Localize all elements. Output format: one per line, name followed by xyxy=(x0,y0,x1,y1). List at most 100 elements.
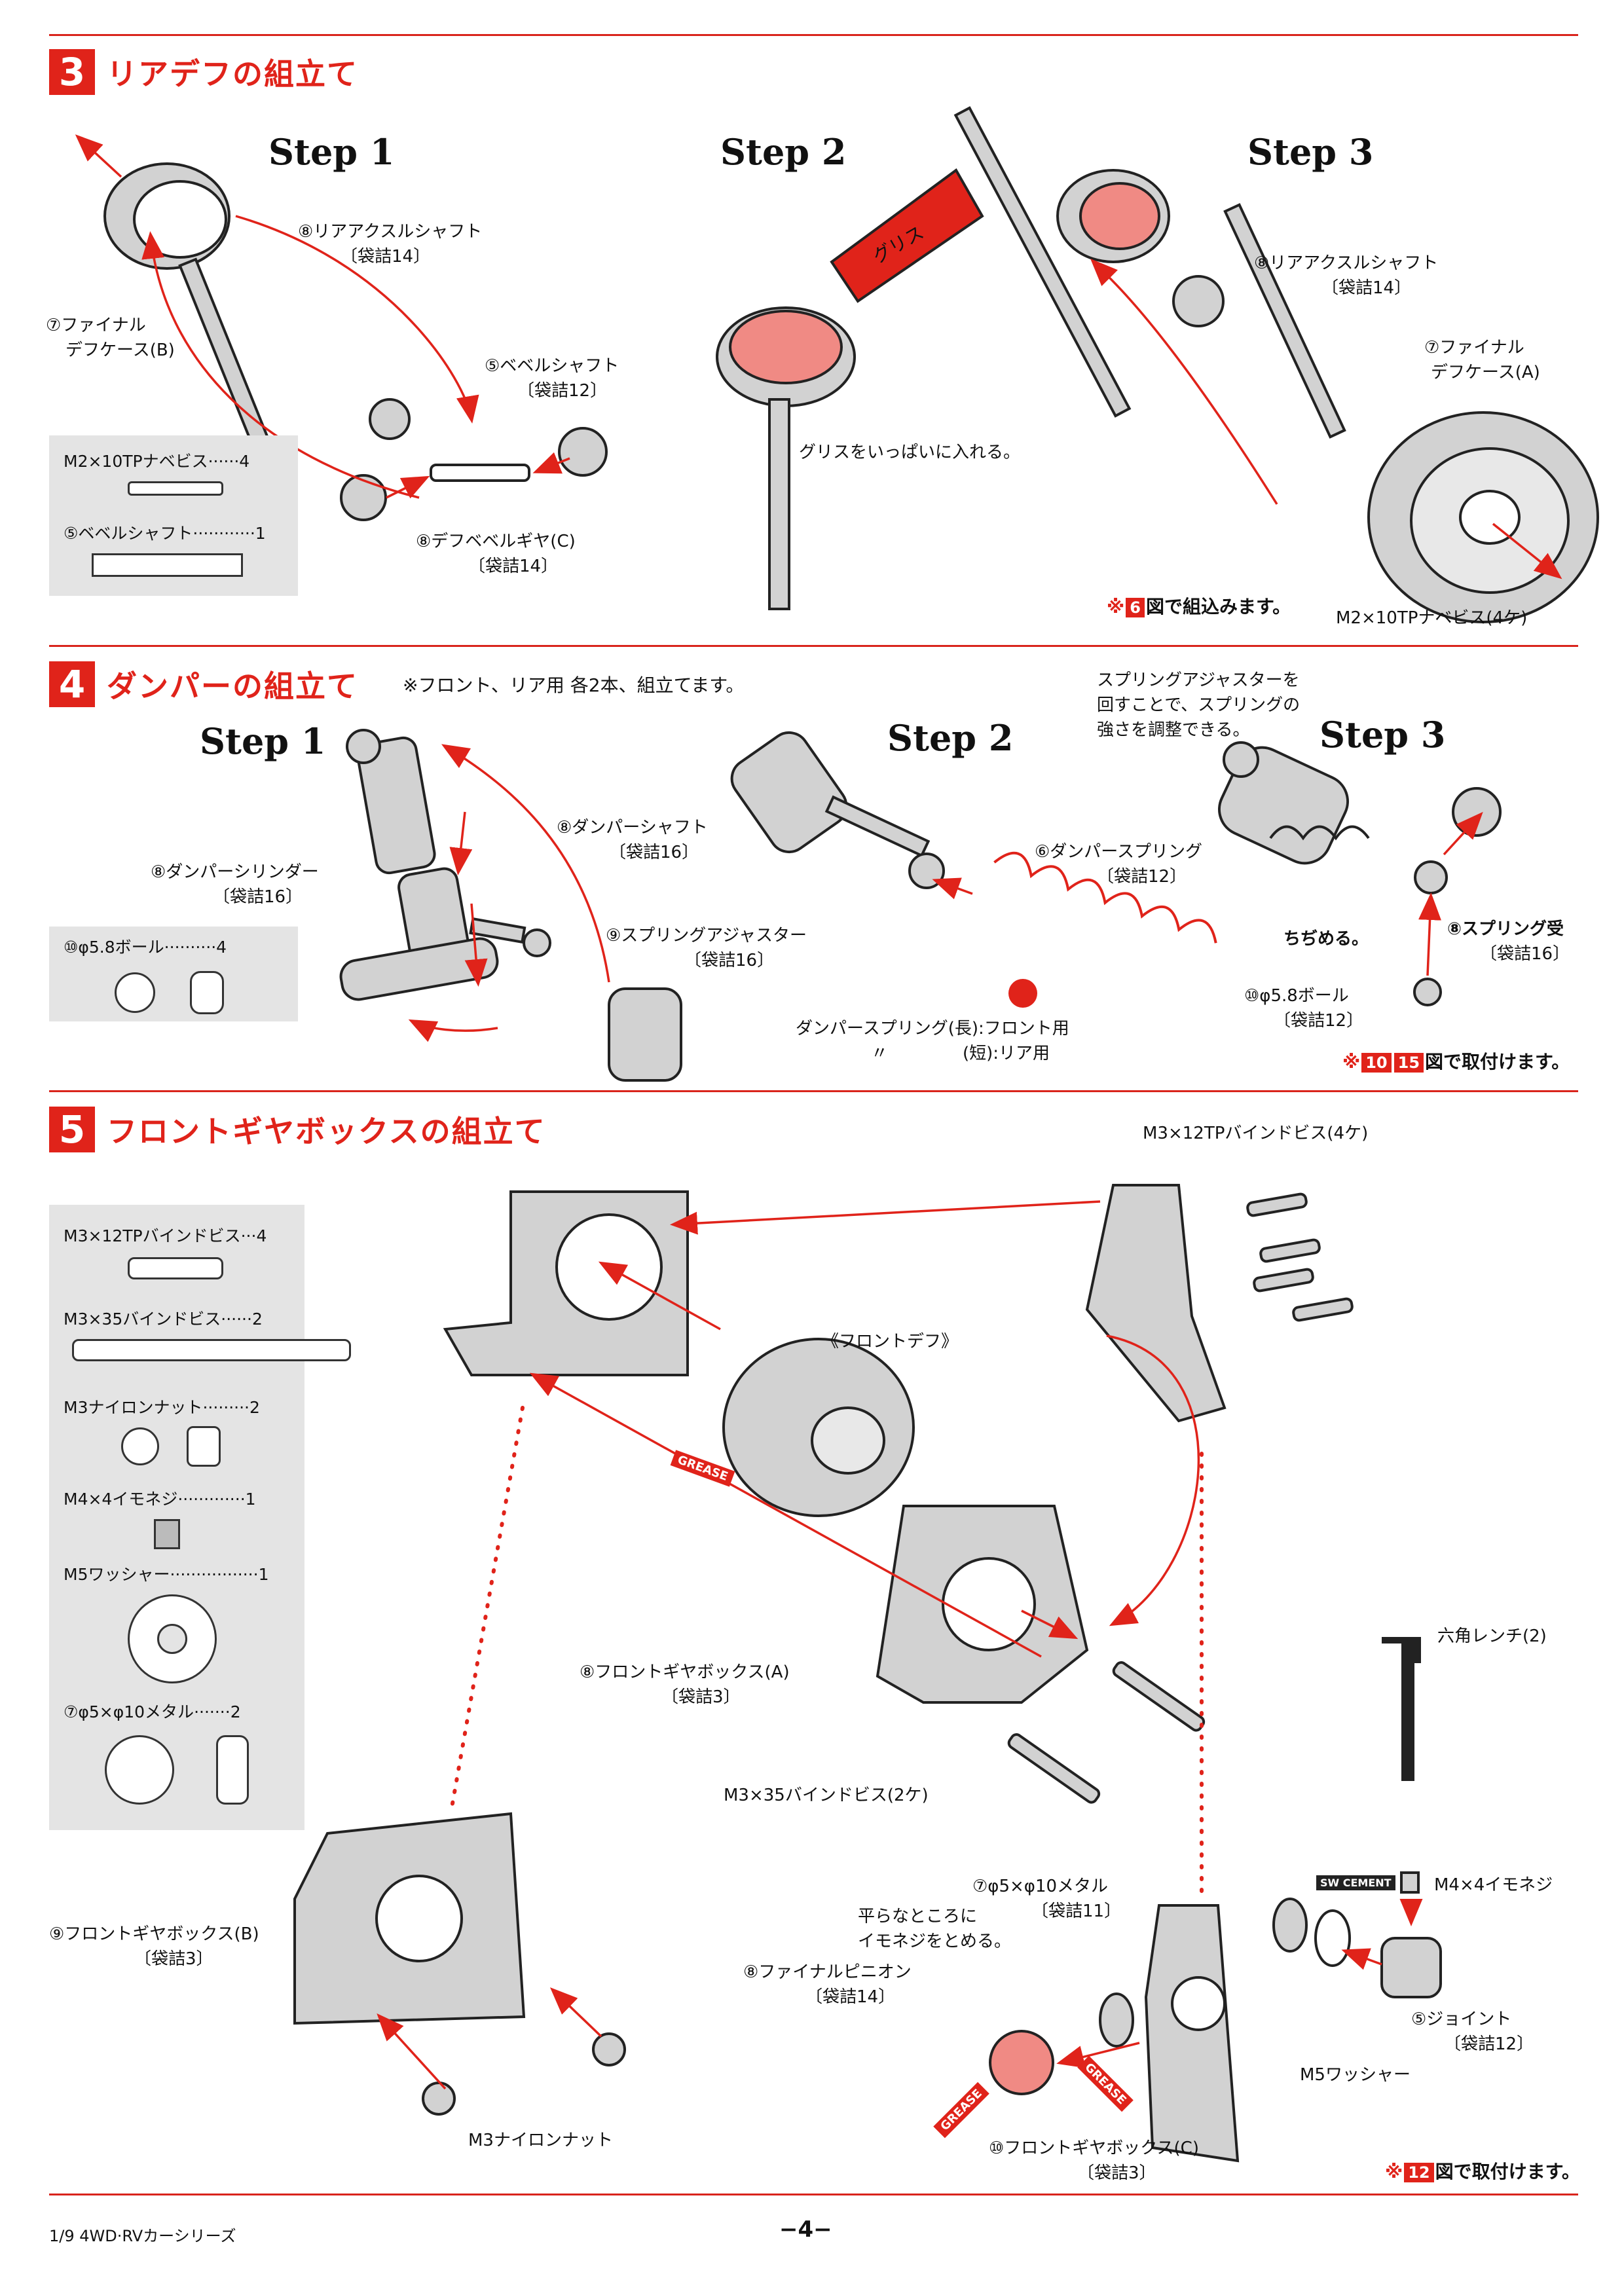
label-grease-note: グリスをいっぱいに入れる。 xyxy=(799,443,1021,462)
label-damper-spring-bag: 〔袋詰12〕 xyxy=(1097,867,1187,887)
bevel-shaft-icon xyxy=(92,553,243,577)
label-hex-wrench: 六角レンチ(2) xyxy=(1437,1626,1547,1646)
washer-hole xyxy=(157,1624,187,1654)
section-5-title: フロントギヤボックスの組立て xyxy=(107,1114,546,1149)
label-gearbox-b-bag: 〔袋詰3〕 xyxy=(134,1949,213,1969)
label-pan-screw: M2×10TPナベビス(4ケ) xyxy=(1336,608,1528,628)
label-metal-bearing: ⑦φ5×φ10メタル xyxy=(972,1877,1109,1896)
label-adjust-note-2: 回すことで、スプリングの xyxy=(1097,695,1301,715)
label-screw-top: M3×12TPバインドビス(4ケ) xyxy=(1143,1124,1369,1143)
section-5-header: 5 フロントギヤボックスの組立て xyxy=(49,1107,546,1152)
label-gearbox-b: ⑨フロントギヤボックス(B) xyxy=(49,1924,259,1944)
label-bevel-shaft-bag: 〔袋詰12〕 xyxy=(517,381,608,401)
label-damper-cylinder-bag: 〔袋詰16〕 xyxy=(213,887,303,907)
long-screw-icon xyxy=(72,1339,351,1361)
label-gearbox-a-bag: 〔袋詰3〕 xyxy=(661,1687,741,1707)
section-3-header: 3 リアデフの組立て xyxy=(49,49,358,95)
s3-parts-row-2: ⑤ベベルシャフト············1 xyxy=(64,524,266,543)
pan-screw-icon xyxy=(128,481,223,496)
s4-step-2: Step 2 xyxy=(887,717,1014,759)
footer-series: 1/9 4WD·RVカーシリーズ xyxy=(49,2227,236,2245)
label-joint-bag: 〔袋詰12〕 xyxy=(1444,2034,1534,2054)
grub-screw-icon xyxy=(154,1519,180,1549)
section-4-title: ダンパーの組立て xyxy=(107,669,358,704)
label-screw-35: M3×35バインドビス(2ケ) xyxy=(724,1786,929,1805)
s3-step-1: Step 1 xyxy=(268,131,395,173)
page-number: −4− xyxy=(779,2216,832,2243)
s4-step-1: Step 1 xyxy=(200,720,326,762)
binding-screw-icon xyxy=(128,1257,223,1279)
label-rear-axle-shaft: ⑧リアアクスルシャフト xyxy=(298,222,483,242)
s5-parts-row-5: M5ワッシャー·················1 xyxy=(64,1565,269,1584)
s5-parts-row-2: M3×35バインドビス······2 xyxy=(64,1310,263,1329)
label-final-diff-case-a-2: デフケース(A) xyxy=(1431,363,1540,382)
label-diff-bevel-gear: ⑧デフベベルギヤ(C) xyxy=(416,532,576,551)
section-3-number: 3 xyxy=(49,49,95,95)
label-bevel-shaft: ⑤ベベルシャフト xyxy=(485,356,619,376)
metal-bearing-side-icon xyxy=(216,1735,249,1805)
sw-cement-badge: SW CEMENT xyxy=(1316,1875,1395,1890)
s5-parts-row-4: M4×4イモネジ·············1 xyxy=(64,1490,256,1509)
bottom-rule xyxy=(49,2194,1578,2195)
label-diff-bevel-gear-bag: 〔袋詰14〕 xyxy=(468,557,559,576)
section-rule-5 xyxy=(49,1090,1578,1092)
section-3-title: リアデフの組立て xyxy=(107,56,358,92)
s3-step-2: Step 2 xyxy=(720,131,847,173)
s4-parts-row-1: ⑩φ5.8ボール··········4 xyxy=(64,938,227,957)
label-flat-note-1: 平らなところに xyxy=(858,1907,978,1926)
s3-step-3: Step 3 xyxy=(1247,131,1374,173)
label-damper-shaft: ⑧ダンパーシャフト xyxy=(557,818,708,837)
caution-icon xyxy=(1008,979,1037,1008)
label-final-diff-case-b-2: デフケース(B) xyxy=(65,340,175,360)
label-ball: ⑩φ5.8ボール xyxy=(1244,986,1349,1006)
label-rear-axle-shaft-3-bag: 〔袋詰14〕 xyxy=(1321,278,1412,298)
metal-bearing-icon xyxy=(105,1735,174,1805)
s5-parts-row-3: M3ナイロンナット·········2 xyxy=(64,1398,260,1417)
label-spring-retainer-bag: 〔袋詰16〕 xyxy=(1480,944,1570,964)
s4-subnote: ※フロント、リア用 各2本、組立てます。 xyxy=(403,674,745,696)
ball-icon xyxy=(115,972,155,1013)
label-gearbox-a: ⑧フロントギヤボックス(A) xyxy=(580,1662,790,1682)
s3-parts-box: M2×10TPナベビス······4 ⑤ベベルシャフト············1 xyxy=(49,435,298,596)
label-damper-cylinder: ⑧ダンパーシリンダー xyxy=(151,862,319,882)
label-spring-adjuster-bag: 〔袋詰16〕 xyxy=(684,951,775,970)
section-4-header: 4 ダンパーの組立て xyxy=(49,661,358,707)
label-final-pinion-bag: 〔袋詰14〕 xyxy=(805,1987,896,2007)
s4-step-3: Step 3 xyxy=(1320,714,1446,756)
label-damper-spring: ⑥ダンパースプリング xyxy=(1035,842,1203,862)
label-m5-washer: M5ワッシャー xyxy=(1300,2065,1411,2085)
label-front-diff: 《フロントデフ》 xyxy=(822,1332,959,1351)
label-flat-note-2: イモネジをとめる。 xyxy=(858,1932,1012,1951)
label-spring-short: (短):リア用 xyxy=(963,1044,1050,1063)
ball-side-icon xyxy=(190,971,224,1014)
label-damper-shaft-bag: 〔袋詰16〕 xyxy=(609,843,699,862)
label-spring-long: ダンパースプリング(長):フロント用 xyxy=(796,1019,1069,1038)
label-grub-screw: M4×4イモネジ xyxy=(1434,1875,1553,1895)
top-rule xyxy=(49,34,1578,36)
label-final-diff-case-b: ⑦ファイナル xyxy=(46,316,146,335)
section-4-number: 4 xyxy=(49,661,95,707)
section-rule-4 xyxy=(49,645,1578,647)
label-compress: ちぢめる。 xyxy=(1283,929,1369,949)
label-spring-short-mark: 〃 xyxy=(871,1044,889,1063)
label-gearbox-c-bag: 〔袋詰3〕 xyxy=(1077,2163,1156,2183)
s3-parts-row-1: M2×10TPナベビス······4 xyxy=(64,452,250,471)
label-nylon-nut: M3ナイロンナット xyxy=(468,2131,613,2150)
s4-parts-box: ⑩φ5.8ボール··········4 xyxy=(49,927,298,1021)
label-final-diff-case-a: ⑦ファイナル xyxy=(1424,338,1524,358)
label-rear-axle-shaft-3: ⑧リアアクスルシャフト xyxy=(1254,253,1439,273)
label-adjust-note-3: 強さを調整できる。 xyxy=(1097,720,1250,740)
nut-side-icon xyxy=(187,1426,221,1467)
label-spring-adjuster: ⑨スプリングアジャスター xyxy=(606,926,807,946)
section-5-number: 5 xyxy=(49,1107,95,1152)
s5-parts-box: M3×12TPバインドビス···4 M3×35バインドビス······2 M3ナ… xyxy=(49,1205,351,1830)
label-spring-retainer: ⑧スプリング受 xyxy=(1447,919,1564,939)
label-joint: ⑤ジョイント xyxy=(1411,2010,1512,2029)
label-gearbox-c: ⑩フロントギヤボックス(C) xyxy=(989,2139,1199,2158)
label-adjust-note-1: スプリングアジャスターを xyxy=(1097,670,1300,690)
nut-icon xyxy=(121,1427,159,1465)
